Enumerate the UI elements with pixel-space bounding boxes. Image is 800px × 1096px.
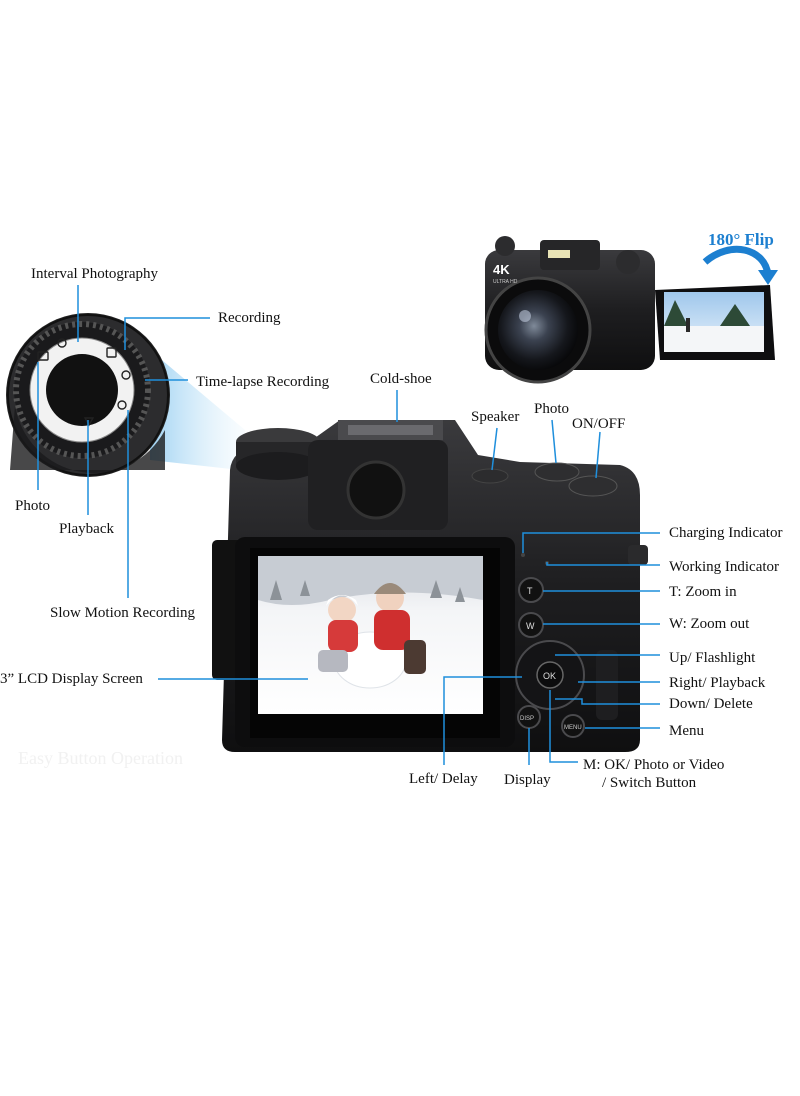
lcd-screen-photo [258,556,483,714]
label-zoom-out: W: Zoom out [669,616,750,632]
rear-buttons: T W OK DISP MENU [515,553,618,738]
label-right-playback: Right/ Playback [669,675,766,691]
leader-onoff [595,431,601,479]
speaker-grille [471,468,509,484]
label-zoom-in: T: Zoom in [669,584,737,600]
leader-working [546,562,660,566]
label-down-delete: Down/ Delete [669,696,753,712]
callout-lines [37,285,660,765]
side-port-cover [596,650,618,720]
ok-button-label: OK [543,671,556,681]
label-ok-switch-line1: M: OK/ Photo or Video [583,757,725,773]
flip-arrow [702,245,772,276]
label-recording: Recording [218,310,281,326]
strap-lug [628,545,648,565]
t-button-label: T [527,586,533,596]
leader-down [555,698,660,705]
ok-button [536,661,564,689]
label-on-off: ON/OFF [572,416,626,432]
lcd-hinge [212,540,242,680]
label-playback-mode: Playback [59,521,114,537]
leader-left-delay [443,676,522,765]
display-button-label: DISP [520,716,534,722]
power-button [568,475,618,497]
label-cold-shoe: Cold-shoe [370,371,432,387]
w-zoom-out-button [518,612,544,638]
leader-charging [522,532,660,553]
flip-label: 180° Flip [708,230,774,249]
viewfinder-eyepiece [346,460,406,520]
label-charging-indicator: Charging Indicator [669,525,783,541]
label-working-indicator: Working Indicator [669,559,780,575]
flip-screen-camera: 4K ULTRA HD [484,236,775,384]
shutter-button [534,462,580,482]
label-up-flashlight: Up/ Flashlight [669,650,756,666]
label-speaker: Speaker [471,409,520,425]
flip-camera-4k-badge: 4K [493,262,510,277]
dial-mode-icons [37,338,131,427]
menu-button [561,714,585,738]
flip-arrow-head [758,270,778,285]
leader-photo-shutter [551,419,557,464]
label-display: Display [504,772,551,788]
label-photo-shutter: Photo [534,401,570,417]
cold-shoe-mount [338,420,443,440]
label-menu: Menu [669,723,704,739]
leader-recording [124,317,210,350]
label-interval-photography: Interval Photography [31,266,159,282]
label-photo-mode: Photo [15,498,51,514]
label-slow-motion-recording: Slow Motion Recording [50,605,195,621]
menu-button-label: MENU [564,725,582,731]
camera-back: T W OK DISP MENU [212,420,648,752]
flip-camera-4k-sub: ULTRA HD [493,279,518,285]
label-left-delay: Left/ Delay [409,771,478,787]
charging-led [521,553,525,557]
leader-ok [549,690,578,763]
label-timelapse-recording: Time-lapse Recording [196,374,330,390]
t-zoom-in-button [518,577,544,603]
leader-speaker [491,427,498,471]
watermark-text: Easy Button Operation [18,748,183,768]
label-ok-switch-line2: / Switch Button [602,775,697,791]
w-button-label: W [526,621,535,631]
label-lcd-display-screen: 3” LCD Display Screen [0,671,143,687]
